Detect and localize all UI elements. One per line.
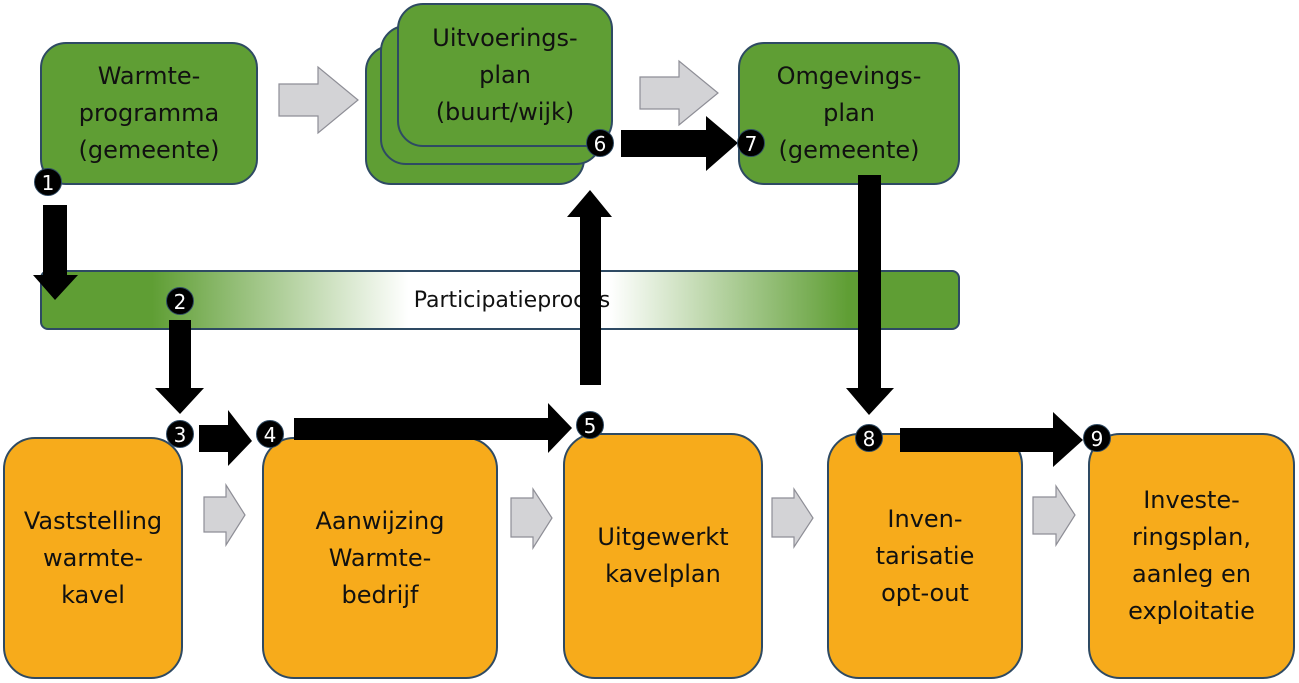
uitgewerkt-label: Uitgewerkt kavelplan [597, 523, 729, 588]
sequence-arrow-top-1 [278, 65, 359, 135]
step-marker-9: 9 [1083, 424, 1111, 452]
inventarisatie-label: Inven- tarisatie opt-out [875, 504, 975, 607]
uitvoeringsplan-label: Uitvoerings- plan (buurt/wijk) [432, 23, 578, 126]
participatieproces-label: Participatieproces [413, 287, 611, 313]
omgevingsplan-box: Omgevings- plan (gemeente) [738, 42, 960, 185]
sequence-arrow-top-2 [639, 59, 719, 127]
vaststelling-box: Vaststelling warmte- kavel [3, 437, 183, 679]
flow-arrow-7-to-8 [846, 175, 894, 415]
investeringsplan-label: Investe- ringsplan, aanleg en exploitati… [1128, 486, 1255, 625]
step-marker-2: 2 [166, 287, 194, 315]
step-marker-7: 7 [737, 129, 765, 157]
uitgewerkt-box: Uitgewerkt kavelplan [563, 433, 763, 679]
omgevingsplan-label: Omgevings- plan (gemeente) [776, 62, 922, 164]
sequence-arrow-bottom-4 [1032, 483, 1076, 548]
warmteprogramma-label: Warmte- programma (gemeente) [78, 62, 220, 164]
flow-arrow-6-to-7 [621, 116, 738, 171]
sequence-arrow-bottom-3 [771, 486, 814, 550]
sequence-arrow-bottom-1 [203, 482, 246, 548]
flow-arrow-5-to-6 [567, 190, 612, 385]
aanwijzing-box: Aanwijzing Warmte- bedrijf [262, 437, 498, 679]
flow-arrow-2-to-3 [155, 320, 204, 414]
uitvoeringsplan-box: Uitvoerings- plan (buurt/wijk) [397, 3, 613, 147]
flow-arrow-3-to-4 [199, 410, 252, 466]
flow-arrow-1-down [33, 205, 78, 300]
step-marker-3: 3 [166, 420, 194, 448]
investeringsplan-box: Investe- ringsplan, aanleg en exploitati… [1088, 433, 1295, 679]
flow-arrow-4-to-5 [294, 403, 572, 453]
flow-arrow-8-to-9 [900, 412, 1083, 467]
step-marker-1: 1 [34, 168, 62, 196]
step-marker-6: 6 [586, 129, 614, 157]
inventarisatie-box: Inven- tarisatie opt-out [827, 433, 1023, 679]
warmteprogramma-box: Warmte- programma (gemeente) [40, 42, 258, 185]
aanwijzing-label: Aanwijzing Warmte- bedrijf [315, 506, 445, 609]
step-marker-5: 5 [576, 411, 604, 439]
step-marker-8: 8 [855, 424, 883, 452]
step-marker-4: 4 [256, 420, 284, 448]
vaststelling-label: Vaststelling warmte- kavel [23, 506, 163, 609]
sequence-arrow-bottom-2 [510, 486, 553, 551]
